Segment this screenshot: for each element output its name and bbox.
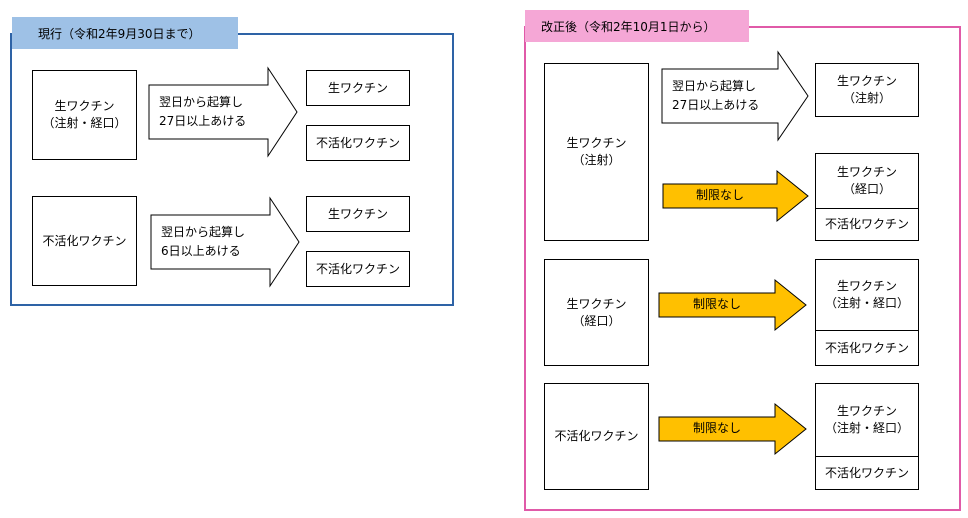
source-line: 生ワクチン xyxy=(566,136,627,150)
revised-target-live-all: 生ワクチン （注射・経口） xyxy=(815,383,919,456)
arrow-text-line: 6日以上あける xyxy=(161,244,241,258)
current-target-inactivated: 不活化ワクチン xyxy=(306,251,410,287)
white-arrow-shape xyxy=(148,66,298,158)
revised-arrow-no-restriction: 制限なし xyxy=(658,402,809,456)
target-label: 生ワクチン xyxy=(836,404,897,418)
current-source-live: 生ワクチン （注射・経口） xyxy=(32,70,137,160)
revised-arrow-no-restriction: 制限なし xyxy=(662,169,811,223)
target-label: 不活化ワクチン xyxy=(824,217,909,231)
target-label: （注射） xyxy=(842,91,891,105)
arrow-text-line: 翌日から起算し xyxy=(159,95,244,109)
target-label: 不活化ワクチン xyxy=(824,465,909,480)
arrow-label: 制限なし xyxy=(692,297,741,311)
revised-target-live-oral: 生ワクチン （経口） xyxy=(815,153,919,208)
white-arrow-shape xyxy=(661,50,809,142)
target-label: （注射・経口） xyxy=(824,296,909,310)
revised-source-live-oral: 生ワクチン （経口） xyxy=(544,259,649,366)
target-label: 不活化ワクチン xyxy=(315,261,400,276)
arrow-label: 制限なし xyxy=(692,421,741,435)
white-arrow-shape xyxy=(150,196,300,288)
target-label: 生ワクチン xyxy=(836,279,897,293)
arrow-text-line: 27日以上あける xyxy=(672,98,760,112)
yellow-arrow-shape xyxy=(662,169,809,223)
target-label: 生ワクチン xyxy=(836,165,897,179)
target-label: （注射・経口） xyxy=(824,421,909,435)
target-label: 不活化ワクチン xyxy=(315,135,400,150)
revised-arrow-interval-27: 翌日から起算し 27日以上あける xyxy=(661,50,810,142)
current-title-tab: 現行（令和2年9月30日まで） xyxy=(12,17,238,49)
target-label: 不活化ワクチン xyxy=(824,340,909,355)
current-target-live: 生ワクチン xyxy=(306,70,410,106)
source-line: 生ワクチン xyxy=(566,296,627,311)
arrow-text-line: 27日以上あける xyxy=(159,114,247,128)
target-label: 生ワクチン xyxy=(327,80,388,95)
revised-target-live-injection: 生ワクチン （注射） xyxy=(815,63,919,117)
yellow-arrow-shape xyxy=(658,278,807,332)
arrow-text-line: 翌日から起算し xyxy=(161,225,246,239)
target-label: 生ワクチン xyxy=(327,206,388,221)
revised-arrow-no-restriction: 制限なし xyxy=(658,278,809,332)
source-line: 生ワクチン xyxy=(54,99,115,113)
current-title: 現行（令和2年9月30日まで） xyxy=(38,26,201,41)
source-line: （経口） xyxy=(572,313,621,328)
revised-target-inactivated: 不活化ワクチン xyxy=(815,456,919,490)
revised-target-inactivated: 不活化ワクチン xyxy=(815,208,919,241)
source-line: （注射・経口） xyxy=(42,116,127,130)
revised-target-live-all: 生ワクチン （注射・経口） xyxy=(815,259,919,330)
source-line: 不活化ワクチン xyxy=(554,429,639,443)
current-arrow-interval-27: 翌日から起算し 27日以上あける xyxy=(148,66,299,158)
current-target-inactivated: 不活化ワクチン xyxy=(306,125,410,161)
yellow-arrow-shape xyxy=(658,402,807,456)
revised-source-live-injection: 生ワクチン （注射） xyxy=(544,63,649,241)
current-target-live: 生ワクチン xyxy=(306,196,410,232)
arrow-label: 制限なし xyxy=(695,188,744,202)
revised-target-inactivated: 不活化ワクチン xyxy=(815,330,919,366)
current-source-inactivated: 不活化ワクチン xyxy=(32,196,137,286)
revised-source-inactivated: 不活化ワクチン xyxy=(544,383,649,490)
revised-title: 改正後（令和2年10月1日から） xyxy=(541,19,716,34)
source-line: 不活化ワクチン xyxy=(42,233,127,248)
arrow-text-line: 翌日から起算し xyxy=(672,79,757,93)
revised-title-tab: 改正後（令和2年10月1日から） xyxy=(525,10,749,42)
target-label: （経口） xyxy=(842,182,891,196)
current-arrow-interval-6: 翌日から起算し 6日以上あける xyxy=(150,196,301,288)
target-label: 生ワクチン xyxy=(836,74,897,88)
source-line: （注射） xyxy=(572,153,621,167)
